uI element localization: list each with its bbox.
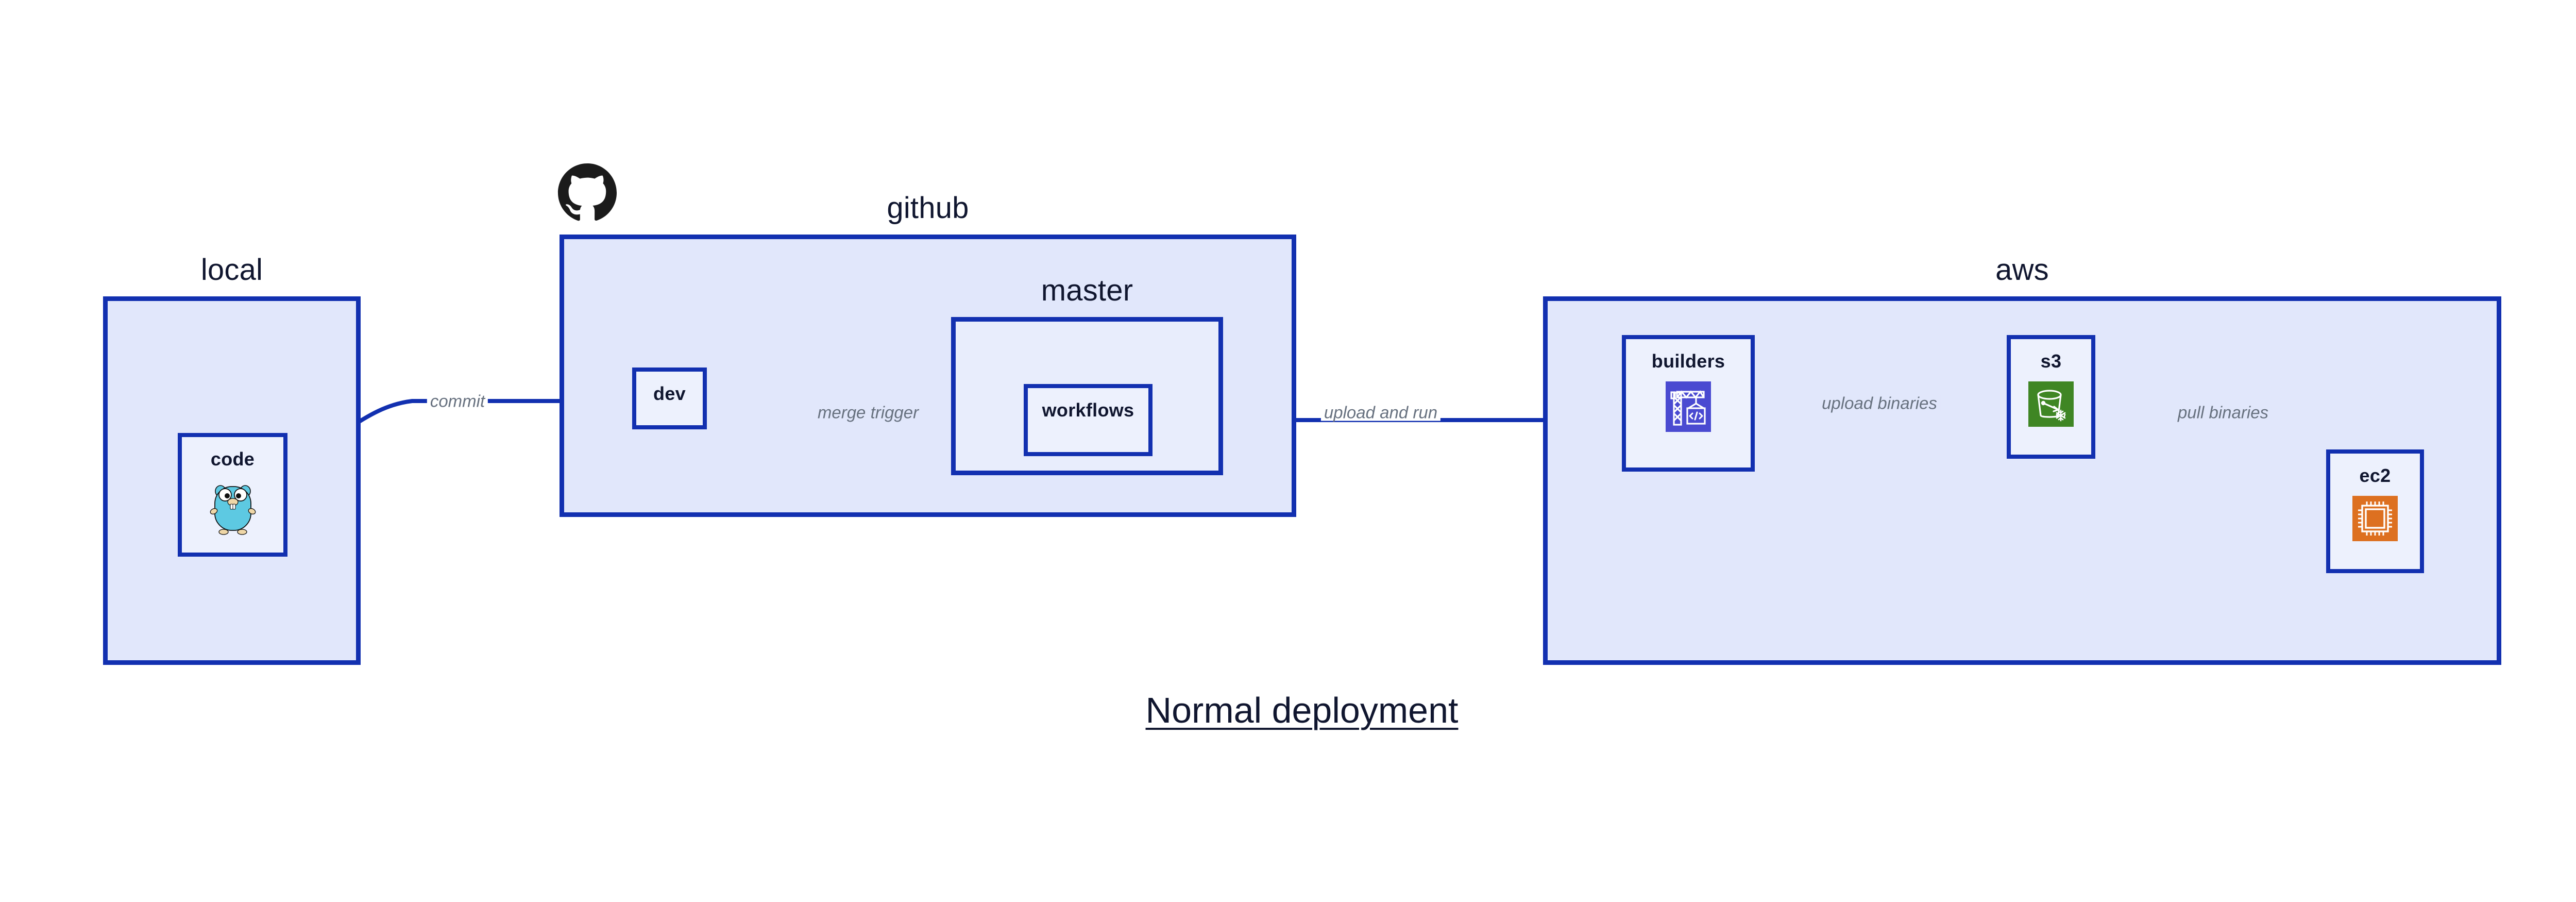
group-label-github: github (887, 191, 969, 225)
node-ec2-label: ec2 (2359, 465, 2391, 486)
edge-label-merge-trigger: merge trigger (814, 404, 922, 421)
edge-label-upload-and-run: upload and run (1320, 404, 1441, 421)
edge-label-commit: commit (427, 392, 488, 410)
aws-s3-glacier-icon (2028, 381, 2074, 429)
node-ec2[interactable]: ec2 (2326, 449, 2424, 573)
node-workflows-label: workflows (1042, 399, 1134, 421)
node-code[interactable]: code (178, 433, 287, 557)
github-octocat-icon (555, 161, 619, 225)
node-builders-label: builders (1651, 350, 1725, 372)
node-dev[interactable]: dev (632, 368, 707, 429)
node-builders[interactable]: builders (1622, 335, 1755, 472)
node-workflows[interactable]: workflows (1024, 384, 1153, 456)
group-label-master: master (1041, 274, 1133, 307)
aws-ec2-icon (2352, 496, 2398, 544)
node-s3[interactable]: s3 (2007, 335, 2095, 459)
node-s3-label: s3 (2040, 350, 2062, 372)
node-code-label: code (210, 448, 255, 470)
go-gopher-icon (209, 479, 257, 538)
edge-label-pull-binaries: pull binaries (2177, 403, 2269, 422)
group-label-local: local (200, 253, 263, 287)
group-label-aws: aws (1995, 253, 2049, 287)
aws-codebuild-icon (1666, 381, 1711, 435)
edge-label-upload-binaries: upload binaries (1819, 394, 1940, 412)
diagram-title: Normal deployment (1145, 690, 1459, 730)
node-dev-label: dev (653, 383, 686, 404)
